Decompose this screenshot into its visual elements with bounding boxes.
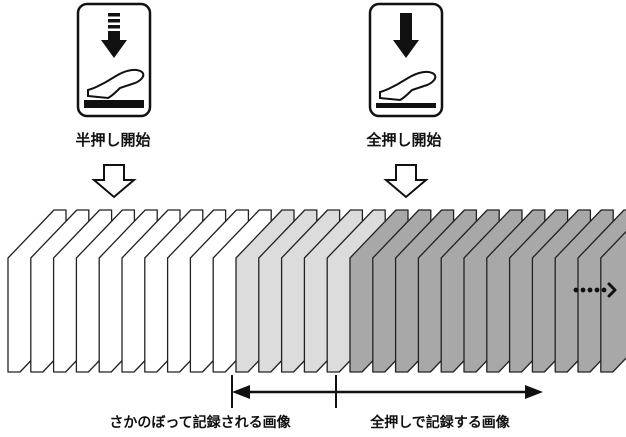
- frame-sequence: [7, 209, 626, 373]
- half-press-shutter-icon: [76, 2, 152, 118]
- half-press-label: 半押し開始: [75, 131, 151, 149]
- pre-capture-range: [231, 375, 336, 408]
- full-press-label: 全押し開始: [366, 131, 442, 149]
- dots-arrow-icon: [573, 282, 617, 298]
- post-capture-range: [335, 375, 543, 408]
- post-capture-label: 全押しで記録する画像: [370, 415, 510, 431]
- half-press-arrow-icon: [91, 164, 137, 199]
- full-press-arrow-icon: [383, 164, 429, 199]
- full-press-shutter-icon: [368, 2, 444, 118]
- frame-post-capture: [600, 230, 626, 373]
- pre-capture-label: さかのぼって記録される画像: [109, 415, 291, 431]
